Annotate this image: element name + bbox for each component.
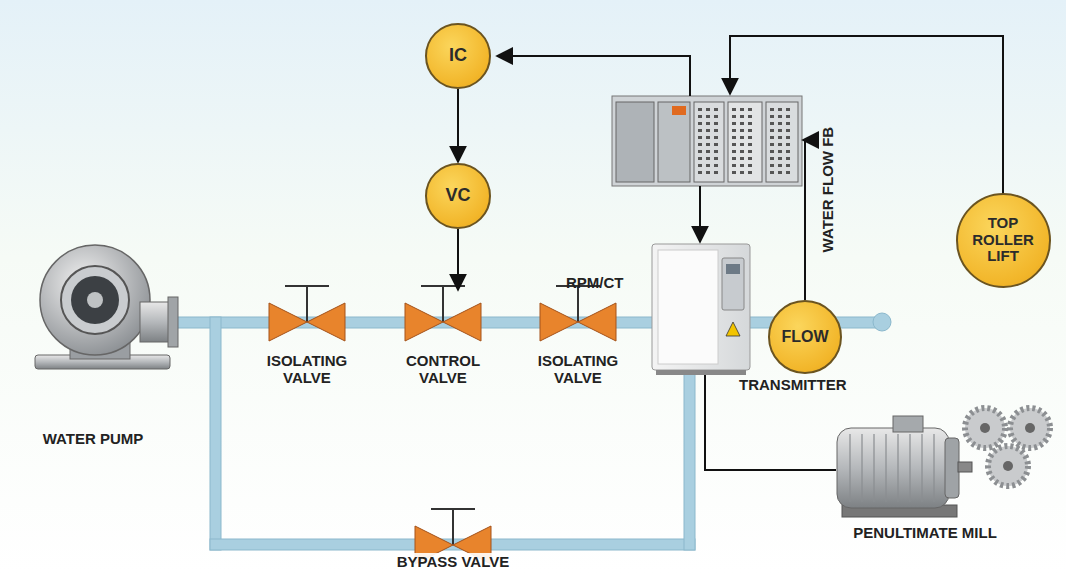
vfd-drive bbox=[652, 244, 750, 375]
circle-label: FLOW bbox=[781, 328, 828, 346]
part-label: RPM/CT bbox=[566, 274, 624, 291]
mill-rollers bbox=[965, 408, 1050, 486]
signal-circle: FLOW bbox=[768, 300, 842, 374]
node-caption: TRANSMITTER bbox=[739, 376, 847, 393]
water-pump bbox=[35, 245, 178, 369]
circle-label: TOP ROLLER LIFT bbox=[970, 215, 1036, 265]
part-label: WATER FLOW FB bbox=[819, 127, 836, 253]
part-label: CONTROL VALVE bbox=[398, 352, 488, 387]
part-label: WATER PUMP bbox=[18, 430, 168, 447]
part-label: ISOLATING VALVE bbox=[533, 352, 623, 387]
plc-rack bbox=[612, 96, 802, 186]
signal-line bbox=[458, 36, 1003, 470]
signal-circle: IC bbox=[425, 23, 491, 89]
valves bbox=[269, 286, 616, 564]
signal-circle: VC bbox=[425, 163, 491, 229]
circle-label: VC bbox=[445, 186, 470, 206]
motor bbox=[837, 416, 972, 517]
circle-label: IC bbox=[449, 46, 467, 66]
part-label: ISOLATING VALVE bbox=[262, 352, 352, 387]
signal-circle: TOP ROLLER LIFT bbox=[956, 193, 1051, 288]
signal-arrow bbox=[457, 89, 459, 162]
part-label: BYPASS VALVE bbox=[397, 553, 510, 570]
part-label: PENULTIMATE MILL bbox=[840, 524, 1010, 541]
